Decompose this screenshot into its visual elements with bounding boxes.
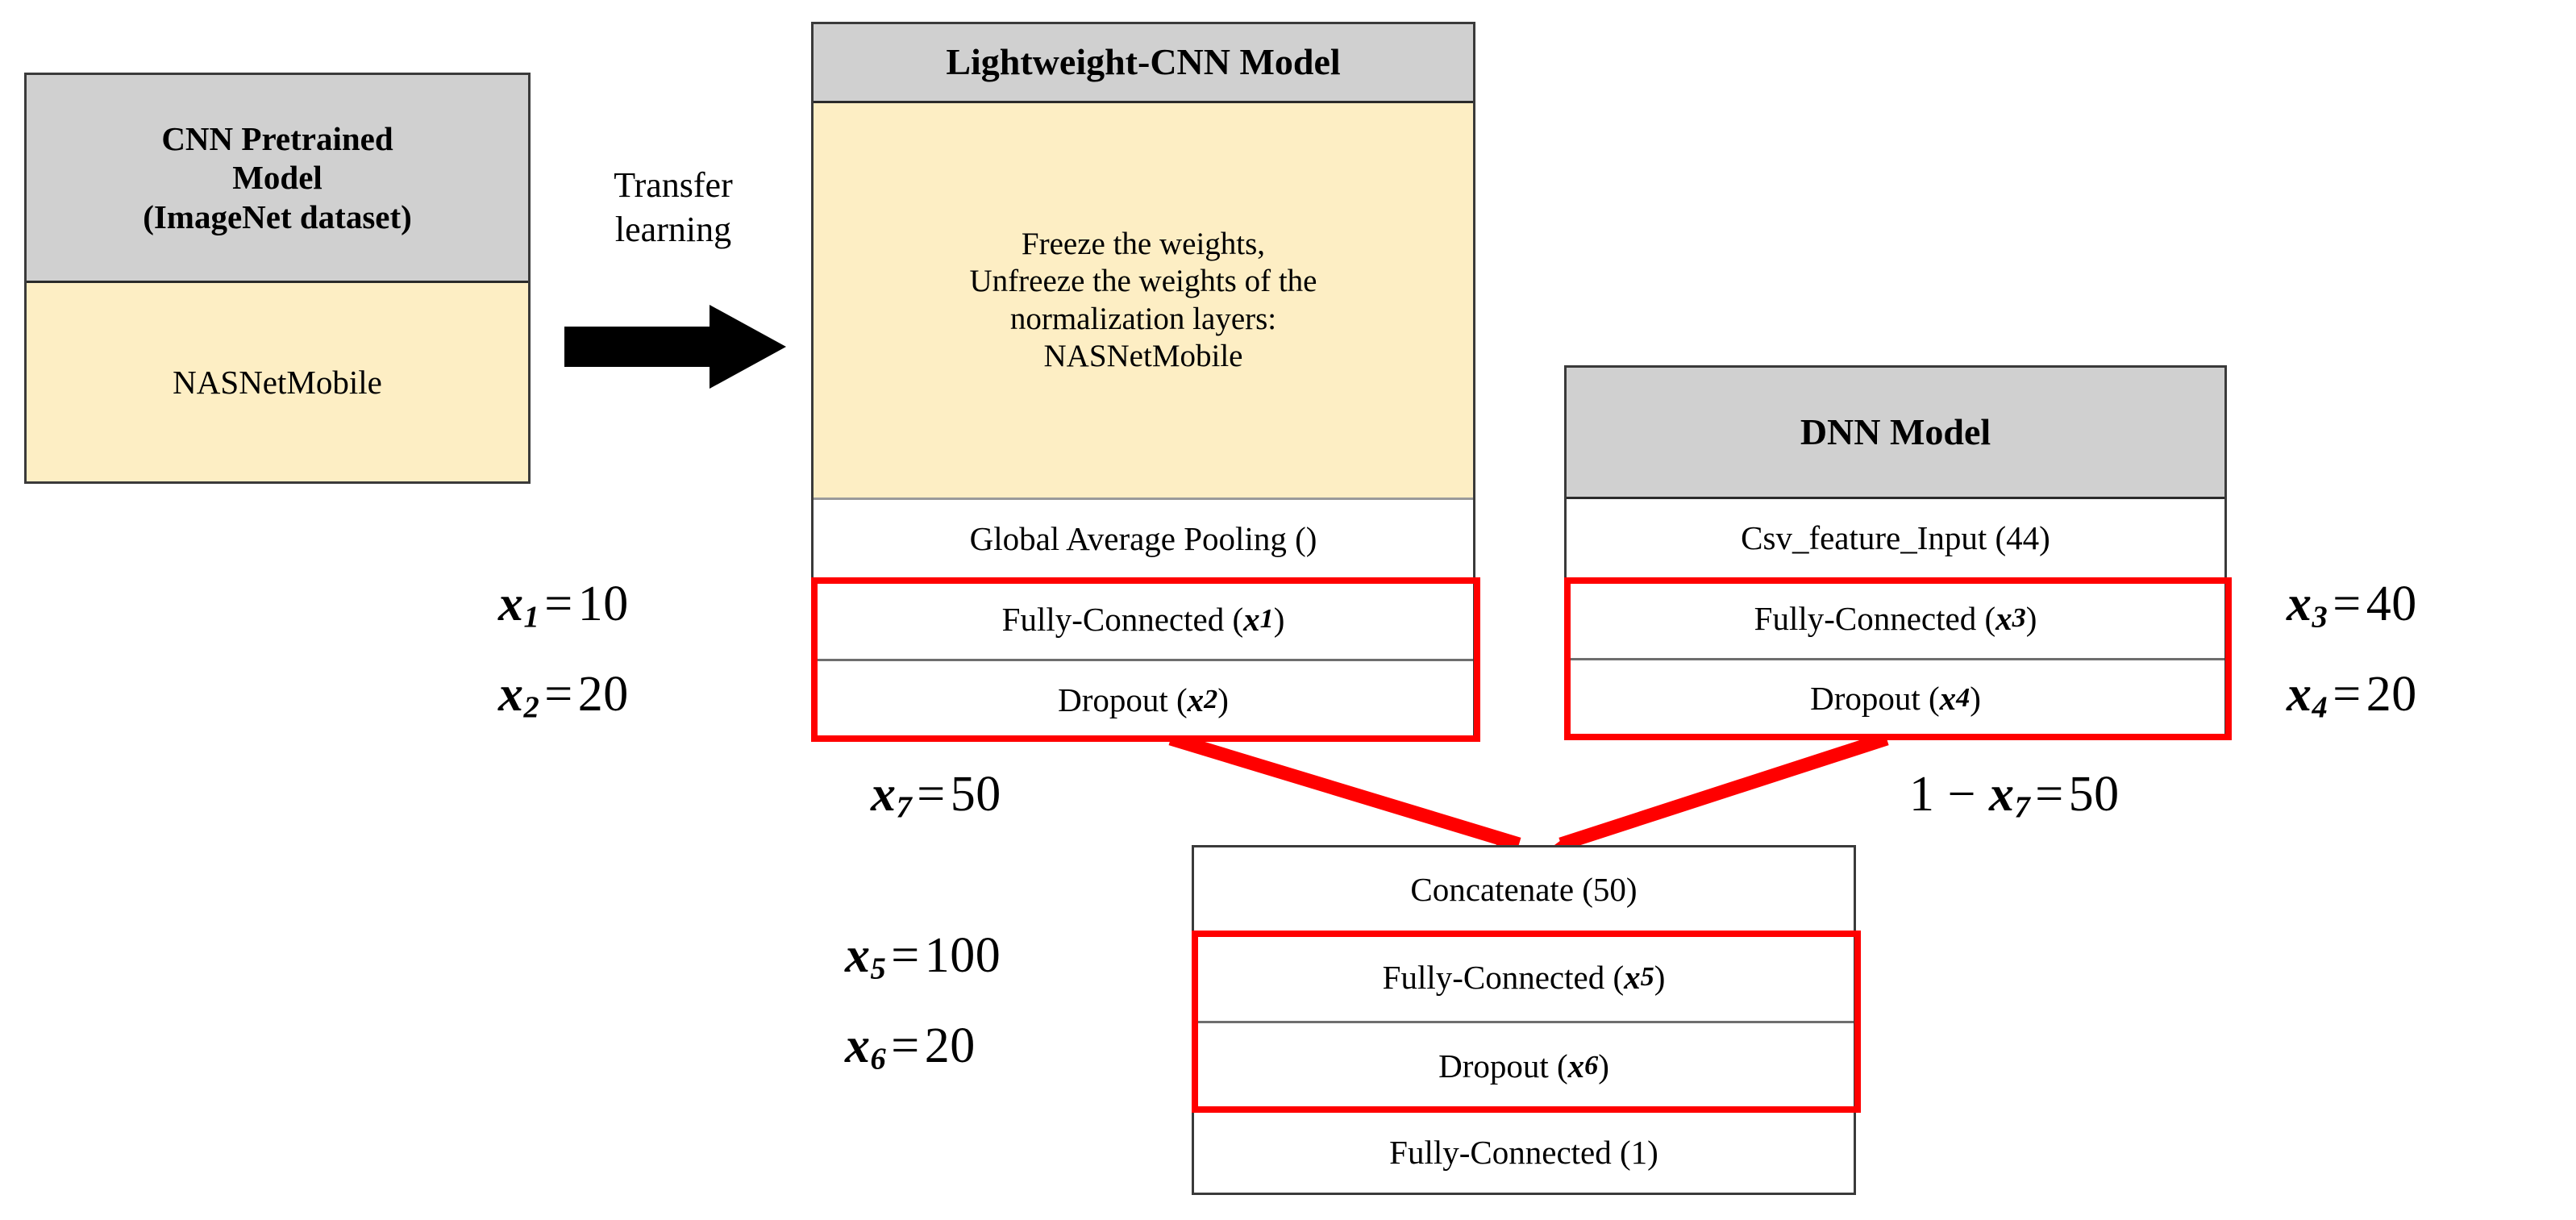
dnn-layer-fc-label: Fully-Connected ( bbox=[1754, 600, 1996, 638]
cnn-layer-fc-tail: ) bbox=[1273, 601, 1285, 639]
dnn-layer-dropout-sub: 4 bbox=[1956, 682, 1970, 713]
hyperparam-x1-var: x bbox=[498, 577, 524, 631]
hyperparam-x4: x4=20 bbox=[2287, 666, 2417, 725]
hyperparam-x7-sub: 7 bbox=[896, 790, 913, 825]
hyperparam-x2: x2=20 bbox=[498, 666, 629, 725]
pretrained-model-box: CNN Pretrained Model (ImageNet dataset) … bbox=[24, 73, 531, 484]
dnn-model-box: DNN Model Csv_feature_Input (44) Fully-C… bbox=[1564, 365, 2227, 739]
cnn-layer-dropout-label: Dropout ( bbox=[1058, 681, 1188, 718]
cnn-layer-dropout-sub: 2 bbox=[1204, 684, 1218, 714]
hyperparam-x2-var: x bbox=[498, 667, 524, 722]
hyperparam-x4-sub: 4 bbox=[2312, 690, 2328, 725]
hyperparam-x6-var: x bbox=[845, 1018, 871, 1073]
cnn-layer-global-average-pooling: Global Average Pooling () bbox=[814, 500, 1473, 581]
merge-layer-fc-tail: ) bbox=[1654, 959, 1666, 997]
hyperparam-x3-var: x bbox=[2287, 577, 2312, 631]
hyperparam-one-minus-x7-prefix: 1 − bbox=[1909, 767, 1989, 822]
hyperparam-x6: x6=20 bbox=[845, 1018, 976, 1076]
hyperparam-x6-sub: 6 bbox=[870, 1042, 887, 1076]
dnn-layer-fc-tail: ) bbox=[2025, 600, 2037, 638]
hyperparam-x6-op: = bbox=[891, 1018, 920, 1073]
merge-layer-fc-label: Fully-Connected ( bbox=[1382, 959, 1625, 997]
hyperparam-x5-value: 100 bbox=[924, 928, 1001, 983]
hyperparam-one-minus-x7: 1 − x7=50 bbox=[1909, 766, 2120, 825]
merge-layer-dropout-var: x bbox=[1567, 1047, 1585, 1085]
hyperparam-one-minus-x7-var: x bbox=[1988, 767, 2015, 822]
pretrained-model-header: CNN Pretrained Model (ImageNet dataset) bbox=[27, 75, 528, 283]
cnn-layer-fc-var: x bbox=[1243, 601, 1260, 639]
hyperparam-x5: x5=100 bbox=[845, 927, 1001, 986]
hyperparam-x2-value: 20 bbox=[577, 667, 629, 722]
hyperparam-x3-sub: 3 bbox=[2312, 600, 2328, 635]
cnn-layer-dropout-var: x bbox=[1187, 681, 1205, 718]
hyperparam-x4-value: 20 bbox=[2366, 667, 2417, 722]
hyperparam-x7-var: x bbox=[871, 767, 897, 822]
hyperparam-x6-value: 20 bbox=[924, 1018, 976, 1073]
pretrained-model-body: NASNetMobile bbox=[27, 283, 528, 481]
lightweight-cnn-header: Lightweight-CNN Model bbox=[814, 24, 1473, 103]
hyperparam-one-minus-x7-value: 50 bbox=[2068, 767, 2120, 822]
merge-layer-dropout-tail: ) bbox=[1598, 1047, 1609, 1085]
hyperparam-x5-sub: 5 bbox=[870, 951, 887, 986]
hyperparam-x1: x1=10 bbox=[498, 576, 629, 635]
dnn-layer-dropout-label: Dropout ( bbox=[1810, 679, 1940, 717]
dnn-layer-dropout-var: x bbox=[1939, 679, 1957, 717]
hyperparam-x1-op: = bbox=[544, 577, 573, 631]
hyperparam-one-minus-x7-op: = bbox=[2035, 767, 2064, 822]
lightweight-cnn-box: Lightweight-CNN Model Freeze the weights… bbox=[811, 22, 1475, 739]
hyperparam-x7: x7=50 bbox=[871, 766, 1001, 825]
cnn-layer-fc-sub: 1 bbox=[1259, 604, 1274, 635]
hyperparam-x3: x3=40 bbox=[2287, 576, 2417, 635]
dnn-layer-fc-sub: 3 bbox=[2012, 603, 2026, 634]
hyperparam-x3-value: 40 bbox=[2366, 577, 2417, 631]
dnn-model-header: DNN Model bbox=[1567, 368, 2224, 499]
hyperparam-x4-op: = bbox=[2333, 667, 2362, 722]
transfer-learning-label: Transfer learning bbox=[614, 165, 733, 249]
merge-layer-concatenate: Concatenate (50) bbox=[1194, 847, 1854, 935]
hyperparam-x5-var: x bbox=[845, 928, 871, 983]
merge-layer-fully-connected-output: Fully-Connected (1) bbox=[1389, 1133, 1658, 1171]
hyperparam-x7-op: = bbox=[917, 767, 946, 822]
merge-layer-dropout-label: Dropout ( bbox=[1438, 1047, 1568, 1085]
hyperparam-x2-op: = bbox=[544, 667, 573, 722]
merge-layer-fc-var: x bbox=[1624, 959, 1641, 997]
hyperparam-x7-value: 50 bbox=[950, 767, 1001, 822]
hyperparam-x3-op: = bbox=[2333, 577, 2362, 631]
hyperparam-x1-value: 10 bbox=[577, 577, 629, 631]
right-arrow-icon bbox=[564, 305, 786, 389]
hyperparam-x4-var: x bbox=[2287, 667, 2312, 722]
hyperparam-one-minus-x7-sub: 7 bbox=[2014, 790, 2031, 825]
dnn-layer-fc-var: x bbox=[1995, 600, 2012, 638]
hyperparam-x5-op: = bbox=[891, 928, 920, 983]
lightweight-cnn-note: Freeze the weights, Unfreeze the weights… bbox=[814, 103, 1473, 500]
dnn-layer-csv-feature-input: Csv_feature_Input (44) bbox=[1567, 499, 2224, 580]
cnn-layer-dropout-tail: ) bbox=[1217, 681, 1229, 718]
merge-layer-dropout-sub: 6 bbox=[1584, 1051, 1599, 1081]
hyperparam-x2-sub: 2 bbox=[523, 690, 540, 725]
dnn-layer-dropout-tail: ) bbox=[1970, 679, 1981, 717]
merge-layer-fc-sub: 5 bbox=[1640, 962, 1654, 993]
cnn-layer-fc-label: Fully-Connected ( bbox=[1001, 601, 1244, 639]
hyperparam-x1-sub: 1 bbox=[523, 600, 540, 635]
